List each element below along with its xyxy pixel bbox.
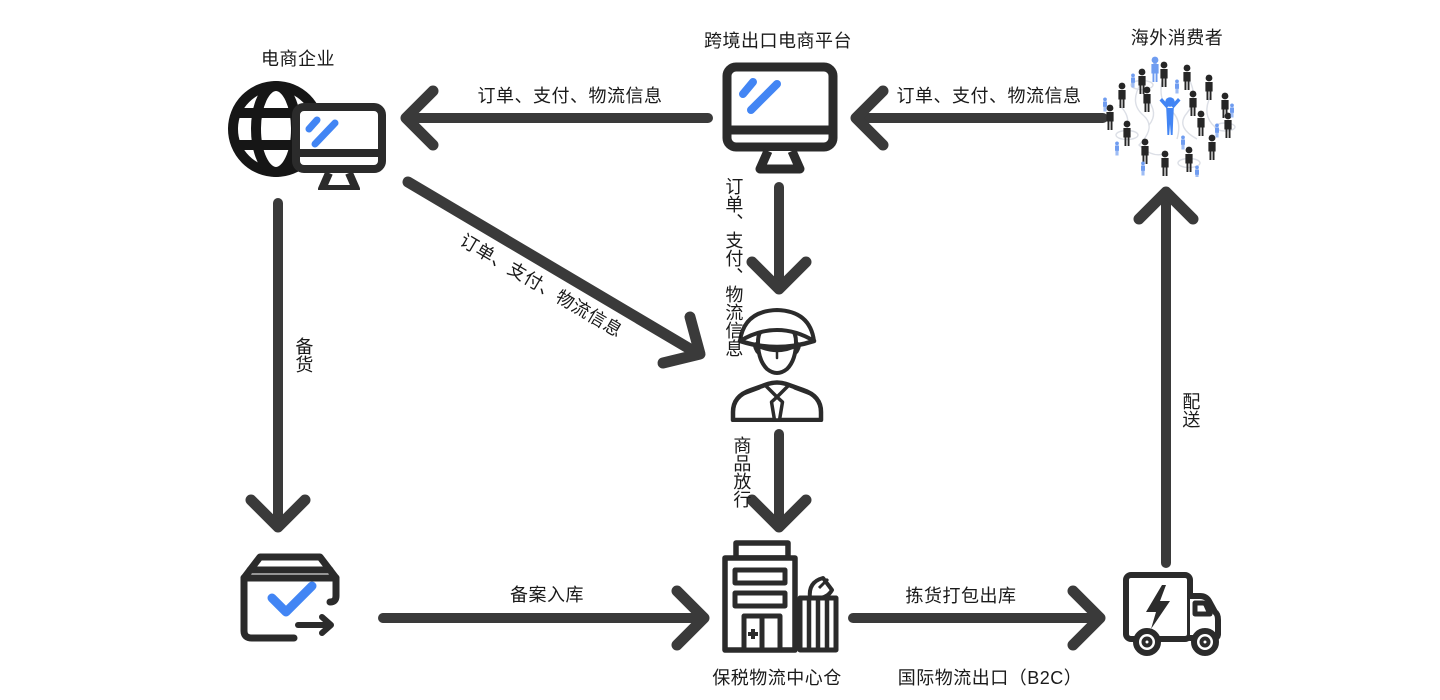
arrow-customs-to-warehouse xyxy=(746,429,812,533)
warehouse-building-icon xyxy=(722,540,839,653)
edge-label-stockbox-to-warehouse: 备案入库 xyxy=(510,585,584,605)
arrow-enterprise-to-stockbox xyxy=(245,198,311,533)
delivery-truck-icon xyxy=(1123,572,1221,656)
edge-label-warehouse-to-truck: 拣货打包出库 xyxy=(905,586,1017,606)
package-check-icon xyxy=(240,553,340,642)
lightning-bolt-glyph xyxy=(1146,585,1170,629)
edge-label-enterprise-to-stockbox: 备货 xyxy=(293,337,314,373)
consumers-label: 海外消费者 xyxy=(1130,28,1224,48)
arrow-stockbox-to-warehouse xyxy=(378,585,710,651)
edge-label-platform-to-enterprise: 订单、支付、物流信息 xyxy=(477,86,663,106)
arrow-enterprise-to-customs xyxy=(402,176,706,369)
platform-label: 跨境出口电商平台 xyxy=(704,31,852,51)
arrow-truck-to-consumers xyxy=(1133,186,1199,568)
arrow-platform-to-customs xyxy=(746,182,812,295)
enterprise-label: 电商企业 xyxy=(261,49,335,69)
arrow-consumers-to-platform xyxy=(850,85,1108,151)
edge-label-consumers-to-platform: 订单、支付、物流信息 xyxy=(896,86,1082,106)
arrow-platform-to-enterprise xyxy=(400,85,713,151)
warehouse-label: 保税物流中心仓 xyxy=(712,668,842,688)
edge-label-truck-to-consumers: 配送 xyxy=(1180,392,1201,428)
arrow-warehouse-to-truck xyxy=(848,585,1106,651)
crowd-network-icon xyxy=(1103,56,1236,177)
outbound-arrow-glyph xyxy=(295,614,334,636)
international-logistics-label: 国际物流出口（B2C） xyxy=(897,668,1083,688)
globe-monitor-icon xyxy=(228,81,386,190)
crowd-center-person xyxy=(1159,97,1181,135)
edge-label-customs-to-warehouse: 商品放行 xyxy=(731,436,752,508)
edge-label-platform-to-customs: 订单、支付、物流信息 xyxy=(723,177,744,357)
monitor-icon xyxy=(722,62,838,174)
customs-officer-icon xyxy=(730,308,824,422)
